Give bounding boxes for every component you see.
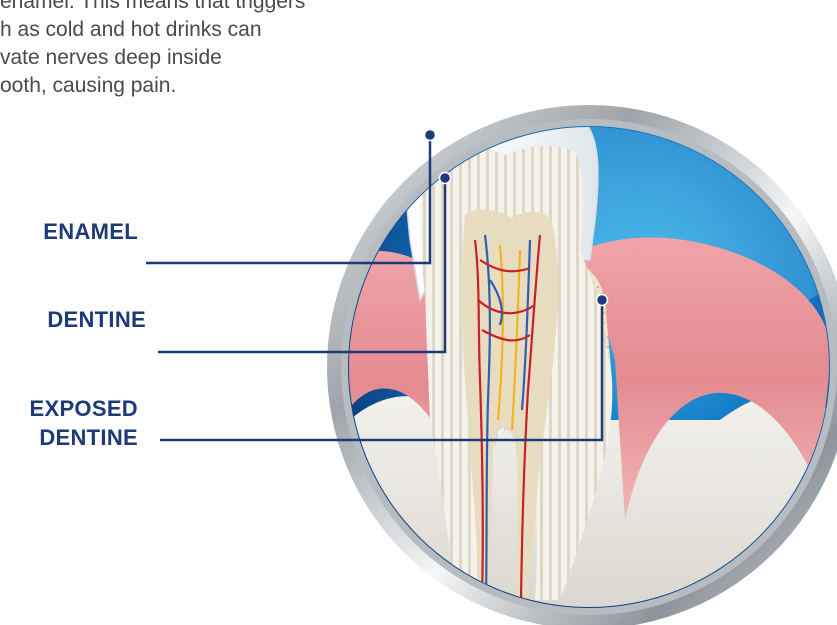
dentine-dot <box>440 173 451 184</box>
exposed-dentine-dot <box>597 295 608 306</box>
label-exposed-line1: EXPOSED <box>0 394 138 423</box>
enamel-dot <box>425 130 436 141</box>
label-enamel-text: ENAMEL <box>43 219 138 244</box>
label-dentine: DENTINE <box>10 305 146 334</box>
label-exposed-line2: DENTINE <box>0 423 138 452</box>
label-exposed-dentine: EXPOSED DENTINE <box>0 394 138 452</box>
label-dentine-text: DENTINE <box>47 307 146 332</box>
label-enamel: ENAMEL <box>18 217 138 246</box>
